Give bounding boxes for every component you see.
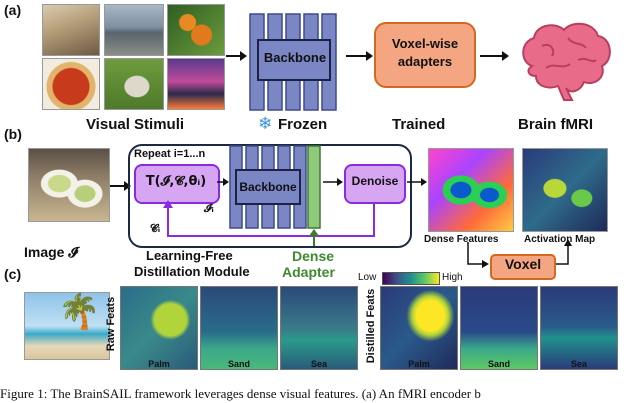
- transform-label: T(𝓘,𝓒,θᵢ): [145, 174, 207, 189]
- ci-label: 𝓒ᵢ: [150, 222, 161, 235]
- backbone-a: [249, 13, 337, 111]
- trained-label: Trained: [392, 116, 446, 133]
- distillation-module-box: [128, 144, 412, 248]
- palm-tree-icon: 🌴: [58, 293, 101, 331]
- arrow-backbone-to-adapters: [346, 51, 373, 61]
- dense-features-map: [428, 148, 514, 232]
- stimulus-sheep: [104, 58, 164, 110]
- snowflake-icon: ❄: [258, 114, 273, 133]
- frozen-label: Frozen: [278, 116, 328, 133]
- repeat-label: Repeat i=1...n: [134, 148, 206, 160]
- brain-icon: [522, 22, 611, 101]
- activation-map: [522, 148, 608, 232]
- distilled-palm-label: Palm: [408, 359, 430, 369]
- distilled-heat-palm: Palm: [380, 286, 458, 370]
- denoise-label: Denoise: [351, 174, 399, 188]
- panel-b-label: (b): [4, 126, 22, 142]
- voxel-adapters-box: [374, 22, 476, 88]
- brain-fmri-label: Brain fMRI: [518, 116, 593, 133]
- input-image-food: [28, 148, 110, 222]
- raw-heat-sea: Sea: [280, 286, 358, 370]
- backbone-a-label: Backbone: [263, 50, 327, 65]
- distilled-heat-sea: Sea: [540, 286, 618, 370]
- panel-c-label: (c): [4, 266, 22, 282]
- voxel-label: Voxel: [504, 256, 542, 272]
- visual-stimuli-label: Visual Stimuli: [85, 116, 185, 133]
- backbone-b-label: Backbone: [239, 180, 297, 194]
- stimulus-city: [167, 58, 225, 110]
- arrow-transform-to-backbone: [217, 178, 229, 186]
- module-label-line1: Learning-Free: [146, 248, 233, 263]
- voxel-adapters-line2: adapters: [397, 54, 453, 69]
- dense-adapter-label-line2: Adapter: [282, 264, 335, 280]
- arrow-adapters-to-brain: [480, 51, 509, 61]
- figure-caption: Figure 1: The BrainSAIL framework levera…: [0, 386, 481, 401]
- arrow-module-to-features: [407, 178, 427, 186]
- raw-heat-sand: Sand: [200, 286, 278, 370]
- module-label-line2: Distillation Module: [134, 264, 250, 279]
- raw-sea-label: Sea: [310, 359, 327, 369]
- stimulus-oranges: [167, 4, 225, 56]
- arrow-backbone-to-denoise: [323, 178, 343, 186]
- voxel-box: [490, 254, 556, 280]
- raw-sand-label: Sand: [227, 359, 250, 369]
- colorbar-low: Low: [358, 272, 377, 283]
- stimulus-room: [42, 4, 100, 56]
- image-label: Image 𝓘: [24, 244, 78, 260]
- voxel-adapters-line1: Voxel-wise: [391, 36, 459, 51]
- raw-palm-label: Palm: [148, 359, 170, 369]
- stimulus-lake: [104, 4, 164, 56]
- raw-feats-label: Raw Feats: [102, 292, 120, 358]
- distilled-sea-label: Sea: [570, 359, 587, 369]
- colorbar-high: High: [442, 272, 463, 283]
- stimulus-pizza: [42, 58, 100, 110]
- dense-adapter-arrow: [309, 229, 319, 246]
- ci-feedback-line: [163, 200, 375, 237]
- dense-adapter-label-line1: Dense: [292, 248, 335, 264]
- ii-label: 𝓘ᵢ: [204, 202, 214, 215]
- dense-features-label: Dense Features: [424, 234, 499, 245]
- raw-heat-palm: Palm: [120, 286, 198, 370]
- distilled-feats-text: Distilled Feats: [365, 288, 377, 364]
- distilled-heat-sand: Sand: [460, 286, 538, 370]
- raw-feats-text: Raw Feats: [105, 296, 117, 352]
- activation-map-label: Activation Map: [524, 234, 596, 245]
- colorbar: [382, 272, 440, 285]
- arrow-stimuli-to-backbone: [226, 51, 247, 61]
- distilled-sand-label: Sand: [487, 359, 510, 369]
- transform-box: [134, 164, 220, 204]
- distilled-feats-label: Distilled Feats: [362, 286, 380, 368]
- panel-a-label: (a): [4, 2, 22, 18]
- backbone-b: [229, 145, 321, 229]
- voxel-arrows: [467, 240, 572, 268]
- arrow-image-to-module: [110, 181, 131, 191]
- beach-image: [24, 292, 110, 360]
